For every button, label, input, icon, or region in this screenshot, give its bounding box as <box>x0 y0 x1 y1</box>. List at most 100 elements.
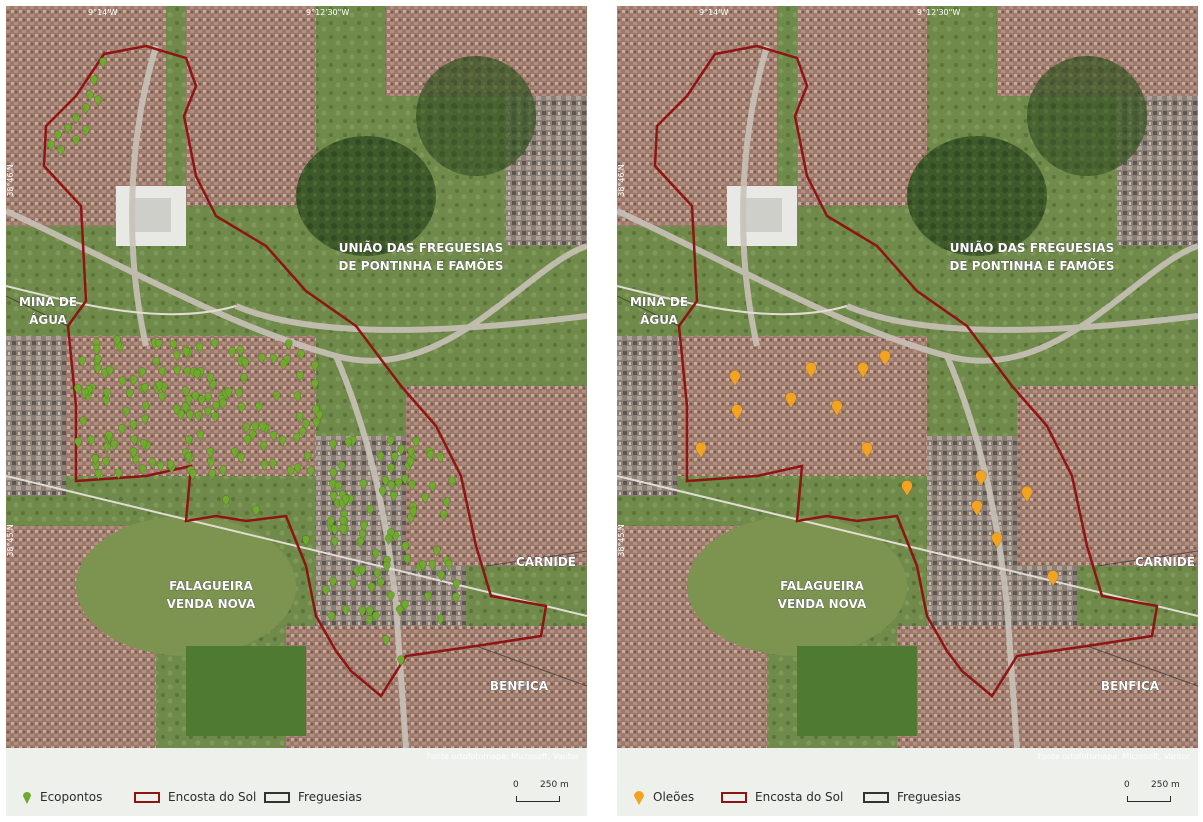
ecoponto-marker <box>155 380 164 392</box>
label-pontinha-line1: UNIÃO DAS FREGUESIAS <box>339 240 503 255</box>
ecoponto-marker <box>47 140 55 152</box>
ecoponto-marker <box>130 435 139 447</box>
ecoponto-marker <box>235 388 243 400</box>
ecoponto-marker <box>297 349 305 361</box>
ecoponto-marker <box>397 444 406 456</box>
label-mina-line2: ÁGUA <box>29 312 68 327</box>
ecoponto-marker <box>442 497 451 509</box>
label-falagueira-line2: VENDA NOVA <box>778 597 867 611</box>
ecoponto-marker <box>329 439 337 451</box>
ecoponto-marker <box>82 125 90 137</box>
ecoponto-marker <box>322 585 330 597</box>
ecoponto-marker <box>428 560 437 572</box>
ecopontos-markers <box>47 57 461 667</box>
ecoponto-marker <box>329 576 338 588</box>
ecoponto-marker <box>386 435 395 448</box>
ecoponto-marker <box>194 411 203 423</box>
ecoponto-marker <box>329 468 338 480</box>
ecoponto-marker <box>421 492 430 505</box>
ecoponto-marker <box>87 435 95 447</box>
ecoponto-marker <box>156 460 165 473</box>
coord-left-top: 38°46'N <box>617 164 626 197</box>
ecoponto-marker <box>433 545 441 558</box>
map-panel-oleoes: UNIÃO DAS FREGUESIAS DE PONTINHA E FAMÕE… <box>617 6 1198 816</box>
legend-item-encosta: Encosta do Sol <box>134 788 256 806</box>
ecoponto-marker <box>74 437 82 449</box>
ecoponto-marker <box>436 452 445 464</box>
coord-left-top: 38°46'N <box>6 164 15 197</box>
ecoponto-marker <box>251 421 260 433</box>
legend-item-freguesias: Freguesias <box>863 788 961 806</box>
oleoes-markers <box>695 350 1059 587</box>
ecoponto-marker <box>330 524 339 536</box>
ecoponto-marker <box>166 459 175 472</box>
ecoponto-marker <box>208 379 217 392</box>
ecoponto-marker <box>437 570 446 582</box>
ecoponto-marker <box>242 422 251 434</box>
ecoponto-marker <box>72 113 80 125</box>
ecoponto-marker <box>94 469 103 481</box>
ecoponto-marker <box>373 568 382 580</box>
ecoponto-marker <box>80 387 89 399</box>
ecoponto-marker <box>358 606 367 618</box>
ecoponto-marker <box>327 516 335 528</box>
ecoponto-marker <box>230 447 239 459</box>
ecoponto-marker <box>142 401 150 413</box>
map-view[interactable]: UNIÃO DAS FREGUESIAS DE PONTINHA E FAMÕE… <box>617 6 1198 748</box>
oleao-marker <box>695 442 707 459</box>
label-benfica: BENFICA <box>1101 679 1160 693</box>
label-mina-line1: MINA DE <box>630 295 688 309</box>
ecoponto-marker <box>387 480 396 492</box>
ecoponto-marker <box>243 434 252 447</box>
ecoponto-marker <box>118 376 127 388</box>
boundary-encosta-do-sol <box>42 44 548 698</box>
ecoponto-marker <box>188 469 197 481</box>
ecoponto-marker <box>259 421 267 433</box>
ecoponto-marker <box>359 479 368 491</box>
ecoponto-marker <box>279 359 288 371</box>
ecoponto-marker <box>207 457 215 469</box>
ecoponto-marker <box>337 461 346 473</box>
ecoponto-marker <box>384 534 393 546</box>
ecoponto-marker <box>426 450 435 462</box>
oleao-marker <box>901 480 913 497</box>
ecoponto-marker <box>409 506 418 518</box>
ecoponto-marker <box>57 145 65 157</box>
coord-top-left: 9°14'W <box>88 8 118 17</box>
oleao-marker <box>729 370 741 387</box>
ecoponto-marker <box>252 505 260 517</box>
ecoponto-marker <box>228 346 236 359</box>
ecoponto-marker <box>372 548 380 560</box>
ecoponto-marker <box>90 75 98 87</box>
ecoponto-marker <box>407 446 415 458</box>
legend-item-oleoes: Oleões <box>633 788 694 806</box>
ecoponto-marker <box>141 414 149 426</box>
ecoponto-marker <box>330 536 339 548</box>
ecoponto-marker <box>154 339 163 351</box>
ecoponto-marker <box>366 504 375 517</box>
map-view[interactable]: UNIÃO DAS FREGUESIAS DE PONTINHA E FAMÕE… <box>6 6 587 748</box>
legend-item-encosta: Encosta do Sol <box>721 788 843 806</box>
legend-label-encosta: Encosta do Sol <box>755 790 844 804</box>
ecoponto-marker <box>91 454 100 466</box>
ecoponto-marker <box>376 451 385 463</box>
ecoponto-marker <box>224 387 233 399</box>
map-panel-ecopontos: UNIÃO DAS FREGUESIAS DE PONTINHA E FAMÕE… <box>6 6 587 816</box>
ecoponto-marker <box>448 476 456 488</box>
legend: Fonte ortofotomapa: Microsoft, Vantor Ec… <box>6 748 587 816</box>
ecoponto-marker <box>269 430 278 443</box>
label-pontinha-line1: UNIÃO DAS FREGUESIAS <box>950 240 1114 255</box>
scale-distance: 250 m <box>540 780 569 790</box>
ecoponto-marker <box>176 409 185 421</box>
ecoponto-marker <box>339 524 347 536</box>
coord-left-bottom: 38°45'N <box>6 524 15 557</box>
oleao-marker <box>861 442 873 459</box>
ecoponto-marker <box>439 509 448 522</box>
oleao-marker <box>975 470 987 487</box>
oleao-marker <box>1021 486 1033 503</box>
label-mina-line2: ÁGUA <box>640 312 679 327</box>
legend-label-freguesias: Freguesias <box>298 790 362 804</box>
ecoponto-marker <box>340 509 349 521</box>
ecoponto-marker <box>272 390 281 403</box>
ecoponto-marker <box>406 456 415 468</box>
